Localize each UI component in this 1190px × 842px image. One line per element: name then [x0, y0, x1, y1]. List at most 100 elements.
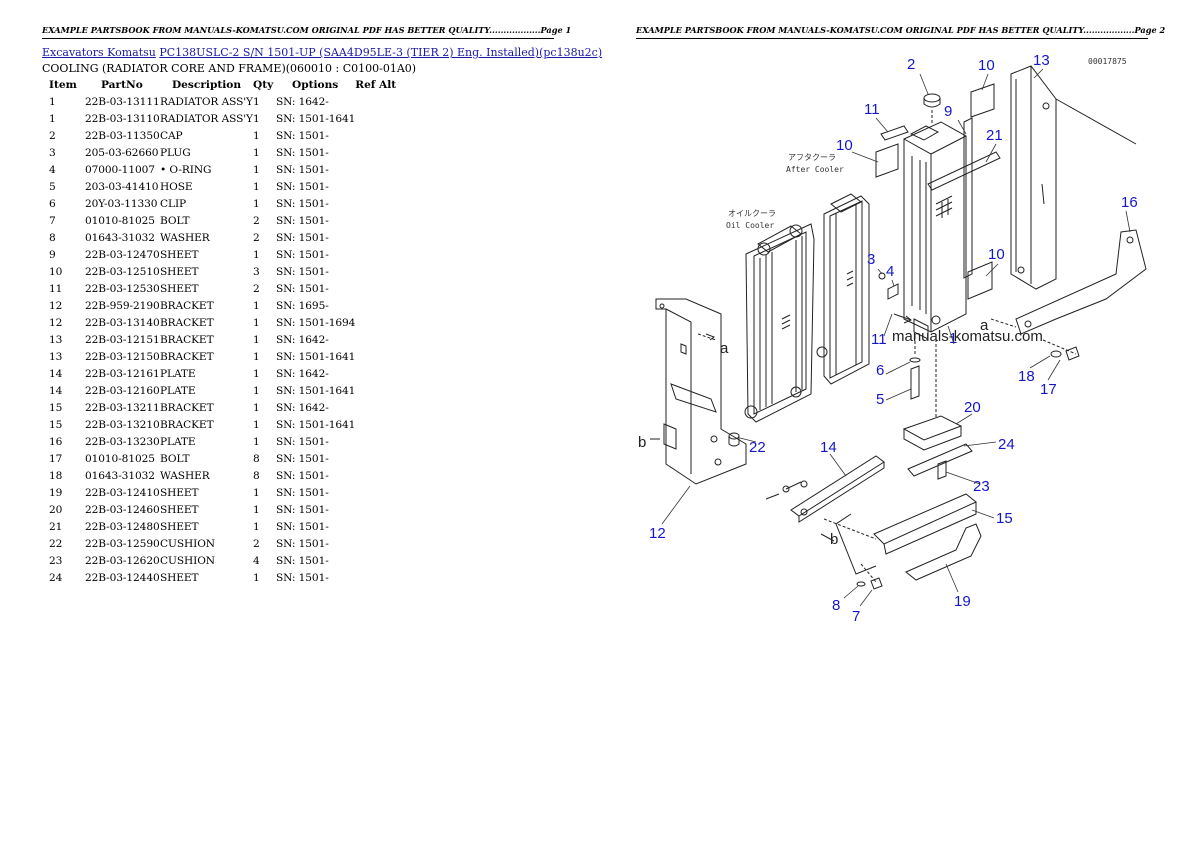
- cell-item: 17: [49, 452, 63, 465]
- section-title: COOLING (RADIATOR CORE AND FRAME)(060010…: [42, 62, 417, 75]
- callout-21: 21: [986, 127, 1003, 144]
- cell-description: BRACKET: [160, 418, 214, 431]
- cell-partno: 01643-31032: [85, 231, 155, 244]
- callout-10-mid: 10: [836, 137, 853, 154]
- cell-description: CUSHION: [160, 554, 215, 567]
- callout-4: 4: [886, 263, 894, 280]
- cell-item: 19: [49, 486, 63, 499]
- cell-item: 5: [49, 180, 56, 193]
- cushion-22: [728, 432, 740, 447]
- drawing-number: 00017875: [1088, 57, 1127, 66]
- callout-5: 5: [876, 391, 884, 408]
- cell-description: WASHER: [160, 231, 210, 244]
- cell-item: 11: [49, 282, 63, 295]
- oil-cooler: [744, 223, 815, 423]
- cell-refalt: [355, 144, 396, 161]
- cell-qty: 2: [252, 214, 260, 227]
- cell-qty: 2: [252, 537, 260, 550]
- cell-item: 1: [49, 112, 56, 125]
- callout-3: 3: [867, 251, 875, 268]
- col-header-description: Description: [172, 79, 242, 91]
- cell-options: SN: 1501-: [275, 129, 329, 142]
- cell-item: 2: [49, 129, 56, 142]
- cell-item: 3: [49, 146, 56, 159]
- cell-partno: 20Y-03-11330: [85, 197, 158, 210]
- cell-refalt: [355, 246, 396, 263]
- page-header-right: EXAMPLE PARTSBOOK FROM MANUALS-KOMATSU.C…: [636, 22, 1165, 39]
- cell-qty: 1: [252, 299, 260, 312]
- parts-table-header: Item PartNo Description Qty Options Ref …: [42, 77, 396, 93]
- cell-description: BRACKET: [160, 299, 214, 312]
- callout-7: 7: [852, 608, 860, 624]
- cell-qty: 1: [252, 163, 260, 176]
- cell-qty: 1: [252, 248, 260, 261]
- cell-options: SN: 1501-1641: [275, 418, 356, 431]
- cell-options: SN: 1501-: [275, 435, 329, 448]
- breadcrumb-link-model[interactable]: PC138USLC-2 S/N 1501-UP (SAA4D95LE-3 (TI…: [159, 46, 603, 59]
- cell-options: SN: 1501-: [275, 469, 329, 482]
- callout-11-top: 11: [864, 101, 880, 118]
- cell-refalt: [355, 450, 396, 467]
- cell-description: WASHER: [160, 469, 210, 482]
- cell-options: SN: 1501-: [275, 197, 329, 210]
- cell-item: 21: [49, 520, 63, 533]
- cell-refalt: [355, 93, 396, 110]
- cell-description: CLIP: [160, 197, 187, 210]
- cell-partno: 205-03-62660: [85, 146, 159, 159]
- cell-item: 24: [49, 571, 63, 584]
- hose-5-clip-6: [909, 336, 921, 400]
- cell-partno: 22B-03-13211: [85, 401, 160, 414]
- callout-17: 17: [1040, 381, 1057, 398]
- cell-qty: 2: [252, 231, 260, 244]
- cell-refalt: [355, 484, 396, 501]
- col-header-item: Item: [49, 79, 77, 91]
- cell-refalt: [355, 535, 396, 552]
- cell-qty: 1: [252, 333, 260, 346]
- cell-item: 22: [49, 537, 63, 550]
- bolt-17-washer-18: [1042, 339, 1080, 361]
- cell-options: SN: 1501-: [275, 265, 329, 278]
- cell-options: SN: 1501-: [275, 180, 329, 193]
- cell-options: SN: 1501-: [275, 248, 329, 261]
- cell-qty: 1: [252, 112, 260, 125]
- callout-10-top: 10: [978, 57, 995, 74]
- cell-qty: 1: [252, 520, 260, 533]
- cell-partno: 07000-11007: [85, 163, 155, 176]
- cell-item: 8: [49, 231, 56, 244]
- cell-refalt: [355, 229, 396, 246]
- cell-refalt: [355, 127, 396, 144]
- exploded-parts-diagram: 00017875: [638, 52, 1147, 624]
- page-header-left: EXAMPLE PARTSBOOK FROM MANUALS-KOMATSU.C…: [42, 22, 571, 39]
- cell-options: SN: 1501-: [275, 452, 329, 465]
- cell-partno: 01010-81025: [85, 214, 155, 227]
- cell-description: SHEET: [160, 265, 199, 278]
- cell-options: SN: 1501-: [275, 537, 329, 550]
- cell-refalt: [355, 552, 396, 569]
- cell-description: • O-RING: [160, 163, 212, 176]
- cell-item: 12: [49, 299, 63, 312]
- cell-qty: 1: [252, 316, 260, 329]
- after-cooler: [816, 193, 870, 385]
- cell-partno: 22B-03-11350: [85, 129, 160, 142]
- col-header-qty: Qty: [252, 79, 274, 91]
- cell-item: 14: [49, 367, 63, 380]
- breadcrumb-link-category[interactable]: Excavators Komatsu: [42, 46, 156, 59]
- cell-refalt: [355, 518, 396, 535]
- callout-2: 2: [907, 56, 915, 73]
- cell-options: SN: 1642-: [275, 95, 329, 108]
- cell-item: 4: [49, 163, 56, 176]
- after-cooler-jp-label: アフタクーラ: [788, 153, 836, 162]
- after-cooler-label: After Cooler: [786, 165, 844, 174]
- cell-refalt: [355, 212, 396, 229]
- cell-refalt: [355, 280, 396, 297]
